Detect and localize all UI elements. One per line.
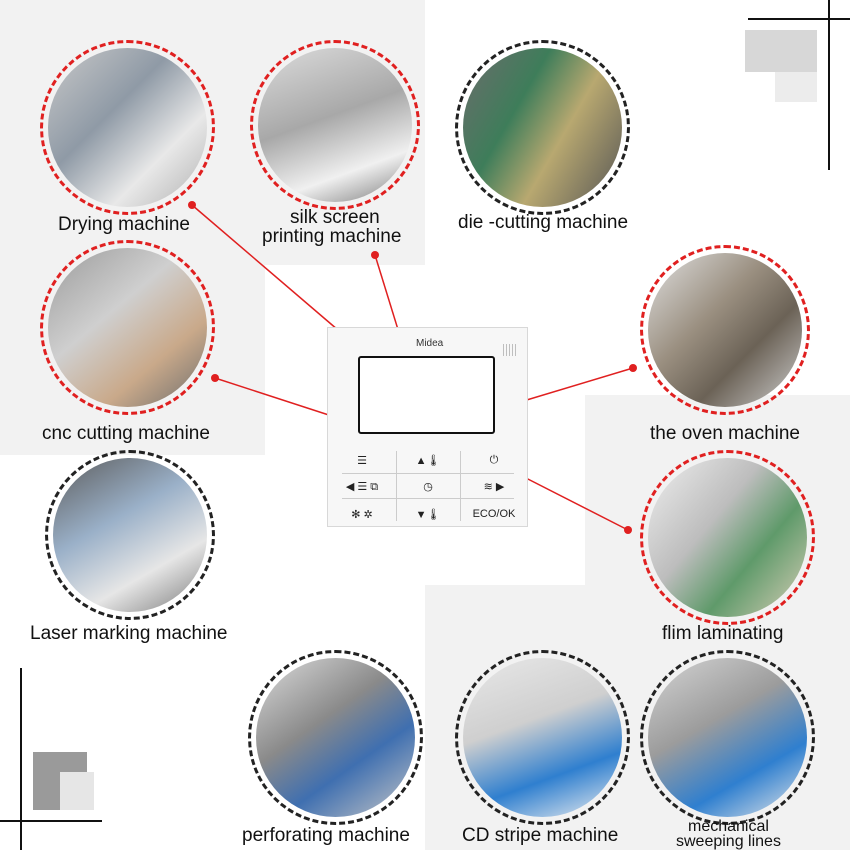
label-cnc-cutting: cnc cutting machine bbox=[42, 423, 210, 444]
photo-oven bbox=[640, 245, 810, 415]
label-silk-screen-1: silk screen bbox=[290, 207, 380, 228]
separator-col1 bbox=[396, 451, 397, 521]
temp-down-button[interactable]: ▼🌡 bbox=[415, 509, 441, 521]
corner-line-tr-h bbox=[748, 18, 850, 20]
label-cd-stripe: CD stripe machine bbox=[462, 825, 619, 846]
separator-row1 bbox=[342, 473, 514, 474]
mode-button[interactable]: ◀ ☰ ⧉ bbox=[345, 481, 379, 493]
label-mechanical-2: sweeping lines bbox=[676, 833, 781, 850]
dot-silk bbox=[371, 251, 379, 259]
label-drying-machine: Drying machine bbox=[58, 214, 190, 235]
label-oven: the oven machine bbox=[650, 423, 800, 444]
label-silk-screen-2: printing machine bbox=[262, 226, 402, 247]
photo-drying-machine bbox=[40, 40, 215, 215]
eco-ok-button[interactable]: ECO/OK bbox=[472, 508, 516, 520]
dot-cnc bbox=[211, 374, 219, 382]
dot-drying bbox=[188, 201, 196, 209]
photo-silk-screen bbox=[250, 40, 420, 210]
corner-line-bl-h bbox=[0, 820, 102, 822]
separator-col2 bbox=[460, 451, 461, 521]
corner-square-tr-1 bbox=[745, 30, 817, 72]
speaker-grille bbox=[503, 344, 517, 356]
label-flim-laminating: flim laminating bbox=[662, 623, 784, 644]
brand-logo: Midea bbox=[416, 338, 444, 349]
photo-cnc-cutting bbox=[40, 240, 215, 415]
photo-perforating bbox=[248, 650, 423, 825]
label-perforating: perforating machine bbox=[242, 825, 410, 846]
corner-square-tr-2 bbox=[775, 72, 817, 102]
timer-button[interactable]: ◷ bbox=[423, 481, 433, 493]
dot-flim bbox=[624, 526, 632, 534]
separator-row2 bbox=[342, 498, 514, 499]
power-button[interactable]: ⏻ bbox=[489, 454, 499, 466]
label-die-cutting: die -cutting machine bbox=[458, 212, 629, 233]
control-panel: Midea ☰ ▲🌡 ⏻ ◀ ☰ ⧉ ◷ ≋ ▶ ✻ ✲ ▼🌡 ECO/OK bbox=[327, 327, 528, 527]
corner-square-bl-2 bbox=[60, 772, 94, 810]
dot-oven bbox=[629, 364, 637, 372]
photo-flim-laminating bbox=[640, 450, 815, 625]
photo-cd-stripe bbox=[455, 650, 630, 825]
lcd-screen bbox=[358, 356, 495, 434]
corner-line-bl-v bbox=[20, 668, 22, 850]
menu-button[interactable]: ☰ bbox=[357, 455, 367, 467]
corner-line-tr-v bbox=[828, 0, 830, 170]
swing-button[interactable]: ≋ ▶ bbox=[483, 481, 505, 493]
fan-button[interactable]: ✻ ✲ bbox=[351, 509, 373, 521]
photo-mechanical-sweeping bbox=[640, 650, 815, 825]
line-drying bbox=[191, 204, 339, 331]
label-mechanical-1: mechanical bbox=[688, 818, 769, 835]
line-flim bbox=[519, 474, 629, 531]
temp-up-button[interactable]: ▲🌡 bbox=[415, 455, 441, 467]
photo-die-cutting bbox=[455, 40, 630, 215]
photo-laser-marking bbox=[45, 450, 215, 620]
line-oven bbox=[519, 367, 634, 403]
label-laser-marking: Laser marking machine bbox=[30, 623, 228, 644]
line-cnc bbox=[214, 377, 339, 419]
